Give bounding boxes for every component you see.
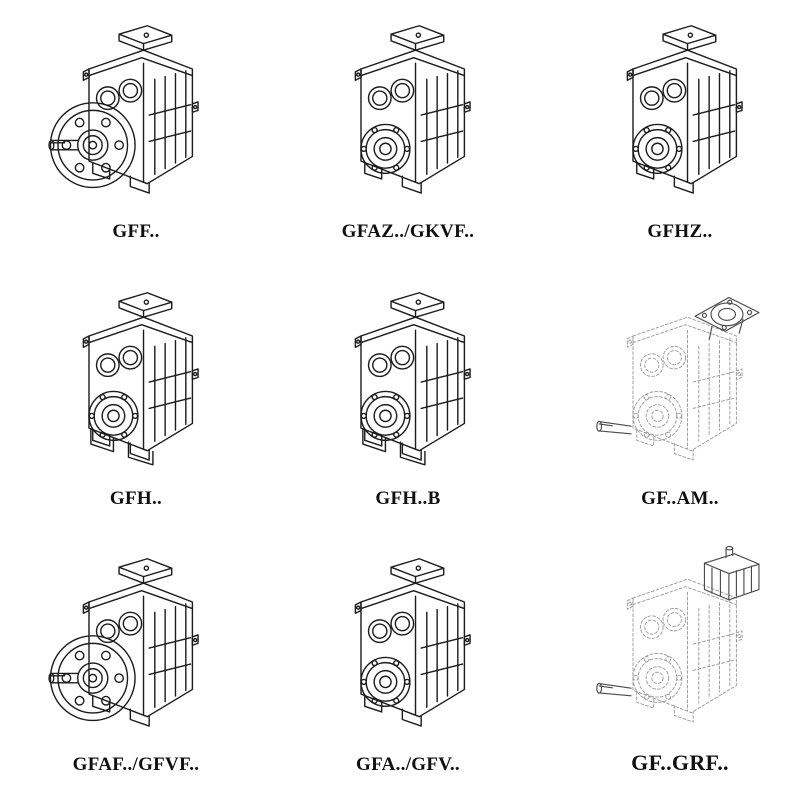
model-label-gfa-gfv: GFA../GFV..	[356, 754, 460, 775]
model-label-gfh-b: GFH..B	[375, 488, 441, 509]
catalog-cell-gfaz-gkvf: GFAZ../GKVF..	[312, 16, 504, 251]
gearbox-hollow-shaft-drawing	[354, 558, 471, 727]
model-label-gfhz: GFHZ..	[647, 221, 713, 242]
model-label-gfaz-gkvf: GFAZ../GKVF..	[341, 221, 475, 242]
catalog-cell-gfhz: GFHZ..	[584, 16, 776, 251]
catalog-cell-gf-am: GF..AM..	[584, 283, 776, 518]
gearbox-flange-shaft-drawing	[48, 558, 199, 727]
model-label-gfh: GFH..	[109, 488, 163, 509]
model-label-gf-am: GF..AM..	[641, 488, 719, 509]
catalog-cell-gfaf-gfvf: GFAF../GFVF..	[40, 550, 232, 784]
catalog-cell-gfh-b: GFH..B	[312, 283, 504, 518]
catalog-cell-gff: GFF..	[40, 16, 232, 251]
gearbox-iec-adapter-drawing	[596, 296, 760, 461]
gearbox-foot-mounted-drawing	[82, 292, 199, 466]
gearbox-flange-shaft-drawing	[48, 25, 199, 194]
gearbox-foot-mounted-drawing	[354, 292, 471, 466]
finned-adapter-icon	[596, 545, 760, 697]
model-label-gfaf-gfvf: GFAF../GFVF..	[72, 754, 200, 775]
catalog-cell-gfa-gfv: GFA../GFV..	[312, 550, 504, 784]
catalog-cell-gf-grf: GF..GRF..	[584, 545, 776, 784]
gearbox-finned-adapter-drawing	[596, 545, 760, 723]
model-label-gf-grf: GF..GRF..	[631, 750, 729, 775]
model-label-gff: GFF..	[112, 221, 160, 242]
gearbox-hollow-shaft-drawing	[626, 25, 743, 194]
gearbox-hollow-shaft-drawing	[354, 25, 471, 194]
catalog-cell-gfh: GFH..	[40, 283, 232, 518]
